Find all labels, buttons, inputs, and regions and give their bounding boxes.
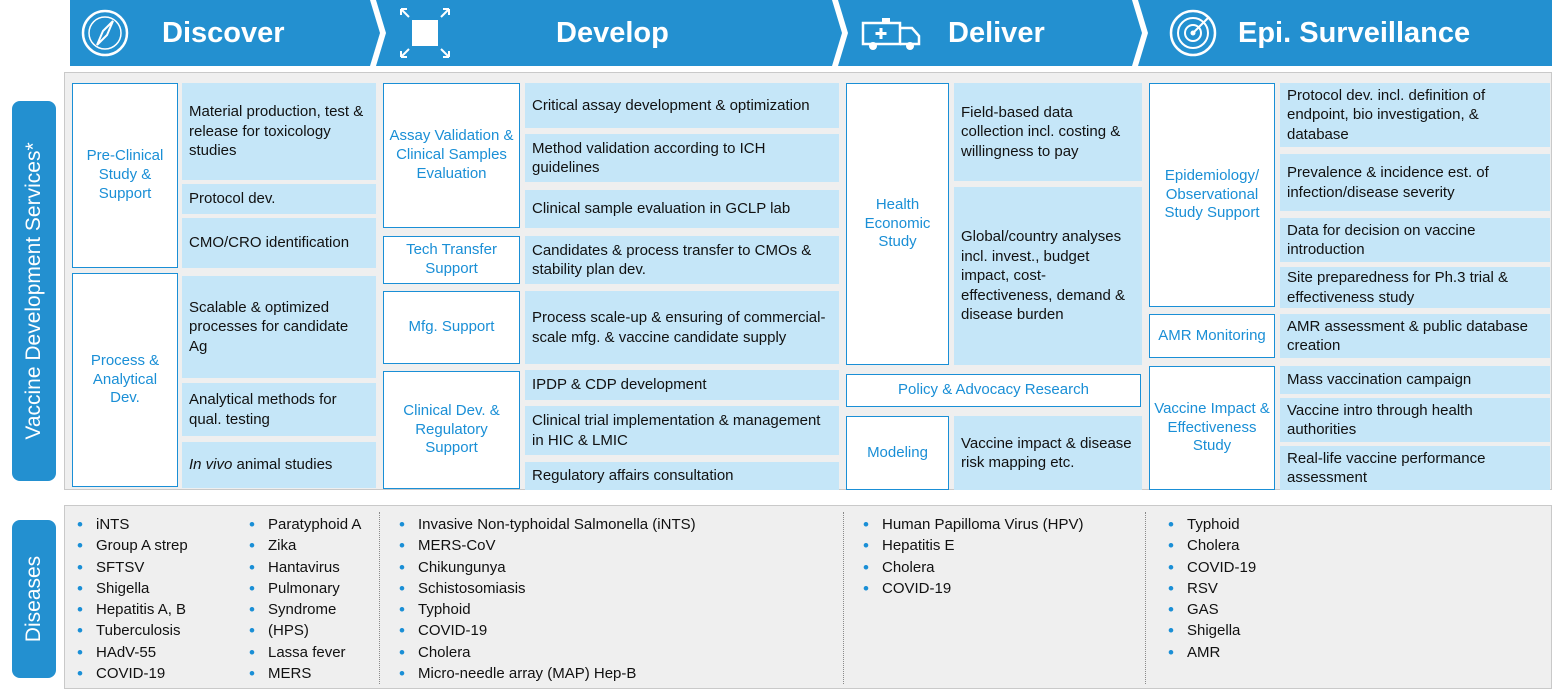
diseases-deliver: Human Papilloma Virus (HPV)Hepatitis ECh… [862, 514, 1083, 599]
category-amr-monitoring: AMR Monitoring [1149, 314, 1275, 358]
diseases-discover-col1: iNTSGroup A strepSFTSVShigellaHepatitis … [76, 514, 188, 685]
disease-list-item: COVID-19 [1167, 557, 1256, 579]
service-in-vivo: In vivo animal studies [182, 442, 376, 488]
diseases-discover-col2: Paratyphoid AZikaHantavirusPulmonarySynd… [248, 514, 361, 685]
diseases-divider-1 [379, 512, 380, 684]
services-side-label-text: Vaccine Development Services* [22, 142, 45, 440]
disease-list-item: Paratyphoid A [248, 514, 361, 536]
service-clinical-sample: Clinical sample evaluation in GCLP lab [525, 190, 839, 228]
category-pre-clinical: Pre-Clinical Study & Support [72, 83, 178, 268]
disease-list-item: HAdV-55 [76, 642, 188, 664]
chevron-deliver [838, 0, 1142, 66]
category-policy-advocacy: Policy & Advocacy Research [846, 374, 1141, 407]
disease-list-item: Invasive Non-typhoidal Salmonella (iNTS) [398, 514, 696, 536]
disease-list-item: RSV [1167, 578, 1256, 600]
category-vaccine-impact: Vaccine Impact & Effectiveness Study [1149, 366, 1275, 490]
service-clinical-trial: Clinical trial implementation & manageme… [525, 406, 839, 455]
phase-label-deliver: Deliver [948, 17, 1045, 49]
disease-list-item: AMR [1167, 642, 1256, 664]
service-protocol-dev: Protocol dev. [182, 184, 376, 214]
disease-list-item: Pulmonary [248, 578, 361, 600]
category-tech-transfer: Tech Transfer Support [383, 236, 520, 284]
service-amr-assessment: AMR assessment & public database creatio… [1280, 314, 1550, 358]
category-mfg-support: Mfg. Support [383, 291, 520, 364]
service-vaccine-intro: Vaccine intro through health authorities [1280, 398, 1550, 442]
disease-list-item: Hantavirus [248, 557, 361, 579]
phase-label-epi: Epi. Surveillance [1238, 17, 1471, 49]
category-epidemiology: Epidemiology/ Observational Study Suppor… [1149, 83, 1275, 307]
service-site-preparedness: Site preparedness for Ph.3 trial & effec… [1280, 267, 1550, 308]
service-method-validation: Method validation according to ICH guide… [525, 134, 839, 182]
service-material-production: Material production, test & release for … [182, 83, 376, 180]
phase-label-discover: Discover [162, 17, 285, 49]
service-cmo-cro: CMO/CRO identification [182, 218, 376, 268]
disease-list-item: Micro-needle array (MAP) Hep-B [398, 663, 696, 685]
disease-list-item: Typhoid [1167, 514, 1256, 536]
service-regulatory-affairs: Regulatory affairs consultation [525, 462, 839, 490]
disease-list-item: Lassa fever [248, 642, 361, 664]
disease-list-item: Group A strep [76, 535, 188, 557]
disease-list-item: SFTSV [76, 557, 188, 579]
service-analytical-methods: Analytical methods for qual. testing [182, 383, 376, 436]
disease-list-item: (HPS) [248, 620, 361, 642]
expand-square-icon [400, 8, 450, 58]
diseases-develop: Invasive Non-typhoidal Salmonella (iNTS)… [398, 514, 696, 685]
services-side-label: Vaccine Development Services* [12, 101, 56, 481]
disease-list-item: Schistosomiasis [398, 578, 696, 600]
disease-list-item: Cholera [398, 642, 696, 664]
disease-list-item: Syndrome [248, 599, 361, 621]
disease-list-item: Typhoid [398, 599, 696, 621]
compass-icon [81, 9, 129, 57]
phase-header: Discover Develop Deliver Epi. Surveillan… [0, 0, 1552, 66]
disease-list-item: Zika [248, 535, 361, 557]
diseases-side-label: Diseases [12, 520, 56, 678]
disease-list-item: MERS-CoV [398, 535, 696, 557]
diseases-divider-2 [843, 512, 844, 684]
diseases-side-label-text: Diseases [22, 555, 45, 643]
disease-list-item: COVID-19 [862, 578, 1083, 600]
radar-icon [1169, 9, 1217, 57]
service-critical-assay: Critical assay development & optimizatio… [525, 83, 839, 128]
disease-list-item: GAS [1167, 599, 1256, 621]
service-field-based-data: Field-based data collection incl. costin… [954, 83, 1142, 181]
service-vaccine-impact-mapping: Vaccine impact & disease risk mapping et… [954, 416, 1142, 490]
disease-list-item: Human Papilloma Virus (HPV) [862, 514, 1083, 536]
disease-list-item: Hepatitis E [862, 535, 1083, 557]
category-process-analytical: Process & Analytical Dev. [72, 273, 178, 487]
disease-list-item: COVID-19 [398, 620, 696, 642]
service-scalable-processes: Scalable & optimized processes for candi… [182, 276, 376, 378]
service-protocol-dev-endpoint: Protocol dev. incl. definition of endpoi… [1280, 83, 1550, 147]
disease-list-item: MERS [248, 663, 361, 685]
disease-list-item: Shigella [1167, 620, 1256, 642]
disease-list-item: Shigella [76, 578, 188, 600]
disease-list-item: iNTS [76, 514, 188, 536]
chevron-develop [376, 0, 842, 66]
service-ipdp-cdp: IPDP & CDP development [525, 370, 839, 400]
disease-list-item: Cholera [862, 557, 1083, 579]
category-modeling: Modeling [846, 416, 949, 490]
disease-list-item: Tuberculosis [76, 620, 188, 642]
disease-list-item: Hepatitis A, B [76, 599, 188, 621]
disease-list-item: COVID-19 [76, 663, 188, 685]
service-process-scale-up: Process scale-up & ensuring of commercia… [525, 291, 839, 364]
category-clinical-dev: Clinical Dev. & Regulatory Support [383, 371, 520, 489]
phase-label-develop: Develop [556, 17, 669, 49]
ambulance-icon [861, 18, 921, 50]
service-prevalence-incidence: Prevalence & incidence est. of infection… [1280, 154, 1550, 211]
category-assay-validation: Assay Validation & Clinical Samples Eval… [383, 83, 520, 228]
service-global-country-analyses: Global/country analyses incl. invest., b… [954, 187, 1142, 365]
disease-list-item: Chikungunya [398, 557, 696, 579]
service-mass-vaccination: Mass vaccination campaign [1280, 366, 1550, 394]
chevron-epi [1138, 0, 1552, 66]
service-data-decision: Data for decision on vaccine introductio… [1280, 218, 1550, 262]
category-health-economic: Health Economic Study [846, 83, 949, 365]
service-real-life-performance: Real-life vaccine performance assessment [1280, 446, 1550, 490]
service-candidates-transfer: Candidates & process transfer to CMOs & … [525, 236, 839, 284]
disease-list-item: Cholera [1167, 535, 1256, 557]
diseases-epi: TyphoidCholeraCOVID-19RSVGASShigellaAMR [1167, 514, 1256, 663]
chevron-discover [70, 0, 380, 66]
diseases-divider-3 [1145, 512, 1146, 684]
phase-chevrons [70, 0, 1552, 66]
